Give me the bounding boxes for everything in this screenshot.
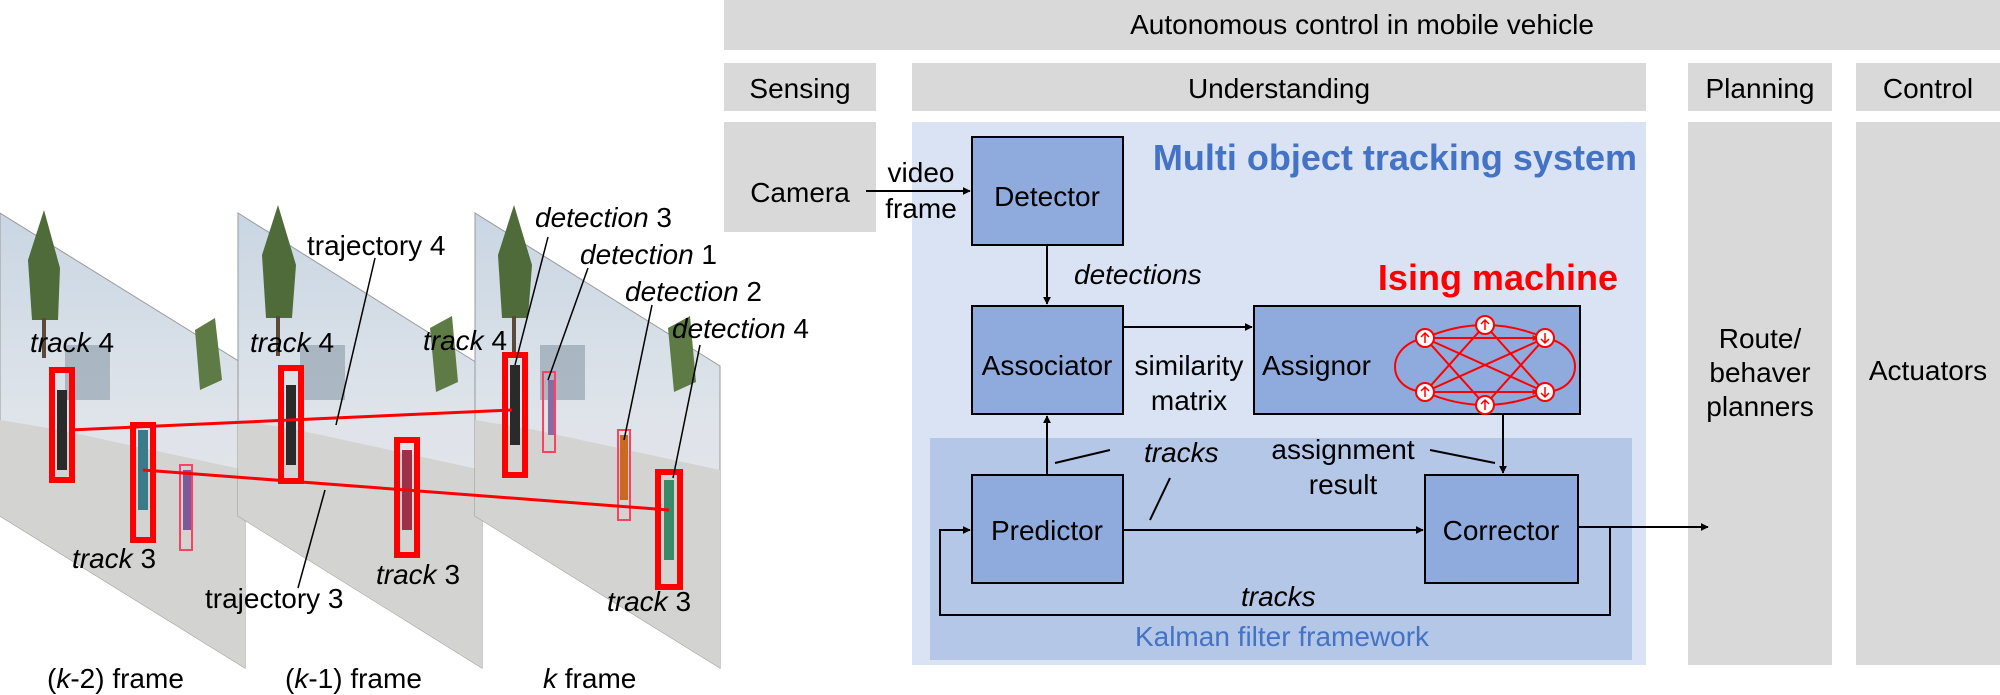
corrector-block: Corrector (1424, 474, 1579, 584)
video-label: video (888, 157, 955, 188)
camera-block (724, 122, 876, 232)
frame-captions: (k-2) frame (k-1) frame k frame (47, 663, 636, 694)
track-3-label-k: track 3 (607, 586, 691, 617)
detector-label: Detector (994, 181, 1100, 212)
planning-header: Planning (1706, 73, 1815, 104)
corrector-feedback-arrow (939, 526, 1611, 616)
tracks-bottom-label: tracks (1241, 581, 1316, 612)
matrix-label: matrix (1151, 385, 1227, 416)
frame-caption-k: k frame (543, 663, 636, 694)
assignor-label: Assignor (1262, 350, 1371, 381)
assignment-label: assignment (1271, 434, 1414, 465)
control-header: Control (1883, 73, 1973, 104)
corrector-label: Corrector (1443, 515, 1560, 546)
detection-4-label: detection 4 (672, 313, 809, 344)
autonomous-control-header: Autonomous control in mobile vehicle (1130, 9, 1594, 40)
tracks-leader-line-1 (1054, 449, 1111, 464)
trajectory-lines (69, 408, 670, 512)
associator-label: Associator (982, 350, 1113, 381)
track-4-label-k-minus-1: track 4 (250, 327, 334, 358)
frame-caption-k-minus-1: (k-1) frame (285, 663, 422, 694)
track-4-label-k: track 4 (423, 325, 507, 356)
frame-caption-k-minus-2: (k-2) frame (47, 663, 184, 694)
detection-1-label: detection 1 (580, 239, 717, 270)
leader-lines (297, 236, 701, 589)
track-3-label-k-minus-2: track 3 (72, 543, 156, 574)
actuators-column (1856, 122, 2000, 665)
track-4-label-k-minus-2: track 4 (30, 327, 114, 358)
ising-machine-title: Ising machine (1378, 257, 1618, 298)
mot-system-title: Multi object tracking system (1153, 137, 1637, 178)
trajectory-3-label: trajectory 3 (205, 583, 344, 614)
tracking-labels: trajectory 4 trajectory 3 track 4 track … (30, 202, 809, 617)
detector-block: Detector (971, 136, 1124, 246)
track-3-label-k-minus-1: track 3 (376, 559, 460, 590)
camera-label: Camera (750, 177, 850, 208)
kalman-filter-label: Kalman filter framework (1135, 621, 1430, 652)
assignment-leader-line (1429, 449, 1496, 464)
ising-network-icon (1394, 315, 1576, 415)
sensing-header: Sensing (749, 73, 850, 104)
frame-label: frame (885, 193, 957, 224)
detections-label: detections (1074, 259, 1202, 290)
planners-column (1688, 122, 1832, 665)
tracks-leader-line-2 (1149, 477, 1171, 521)
planners-label-line-2: behaver (1709, 357, 1810, 388)
stage-columns: Camera Route/ behaver planners Actuators (724, 122, 2000, 665)
associator-block: Associator (971, 305, 1124, 415)
actuators-label: Actuators (1869, 355, 1987, 386)
result-label: result (1309, 469, 1378, 500)
predictor-block: Predictor (971, 474, 1124, 584)
trajectory-4-label: trajectory 4 (307, 230, 446, 261)
similarity-label: similarity (1135, 350, 1244, 381)
tracks-top-label: tracks (1144, 437, 1219, 468)
detection-2-label: detection 2 (625, 276, 762, 307)
detection-boxes (49, 352, 683, 590)
detection-3-label: detection 3 (535, 202, 672, 233)
planners-label-line-1: Route/ (1719, 323, 1802, 354)
stage-headers: Autonomous control in mobile vehicle Sen… (724, 0, 2000, 111)
flow-arrows (866, 187, 1709, 616)
understanding-header: Understanding (1188, 73, 1370, 104)
arrow-labels: video frame detections similarity matrix… (885, 157, 1415, 612)
planners-label-line-3: planners (1706, 391, 1813, 422)
predictor-label: Predictor (991, 515, 1103, 546)
